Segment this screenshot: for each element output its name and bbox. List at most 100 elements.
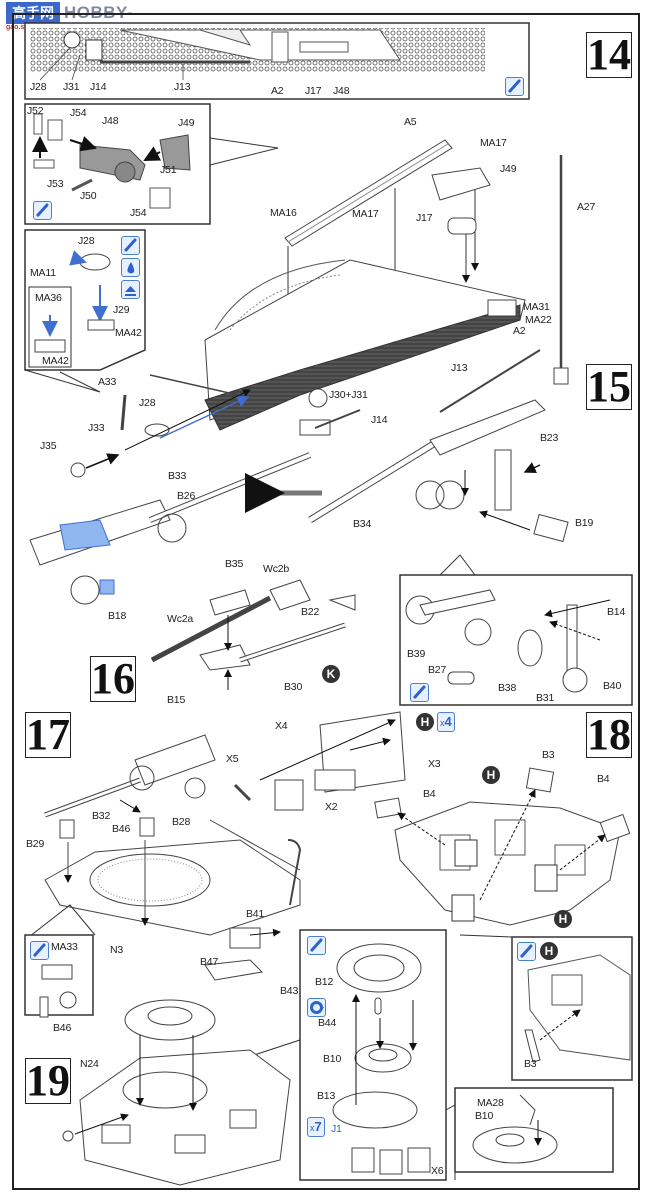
quantity-x4-badge: x4 [437,712,455,732]
part-label: B35 [225,558,244,570]
part-label: B40 [603,680,622,692]
part-label: B15 [167,694,186,706]
part-label: J53 [47,178,64,190]
part-label: J33 [88,422,105,434]
part-label: MA28 [477,1097,504,1109]
part-label: J50 [80,190,97,202]
part-label: B3 [542,749,555,761]
part-label: J49 [500,163,517,175]
part-label: B4 [423,788,436,800]
photo-etch-h-icon: H [554,910,572,928]
part-label: Wc2b [263,563,290,575]
part-label: J52 [27,105,44,117]
part-label: MA17 [352,208,379,220]
photo-etch-h-icon: H [540,942,558,960]
quantity-x7-part-label: J1 [331,1123,342,1135]
part-label: J35 [40,440,57,452]
paint-brush-icon [121,236,140,255]
part-label: J17 [416,212,433,224]
part-label: MA22 [525,314,552,326]
glue-drop-icon [121,258,140,277]
photo-etch-k-icon: K [322,665,340,683]
part-label: X6 [431,1165,444,1177]
part-label: B3 [524,1058,537,1070]
part-label: MA36 [35,292,62,304]
part-label: J14 [90,81,107,93]
part-label: B31 [536,692,555,704]
photo-etch-h-icon: H [416,713,434,731]
part-label: B27 [428,664,447,676]
paint-brush-icon [30,941,49,960]
part-label: J28 [78,235,95,247]
part-label: J28 [139,397,156,409]
part-label: J13 [451,362,468,374]
step-number-15: 15 [586,362,632,411]
part-label: J29 [113,304,130,316]
part-label: B18 [108,610,127,622]
part-label: MA42 [42,355,69,367]
step-number-18: 18 [586,710,632,759]
part-label: B39 [407,648,426,660]
part-label: J14 [371,414,388,426]
part-label: B34 [353,518,372,530]
part-label: B32 [92,810,111,822]
part-label: B46 [53,1022,72,1034]
part-label: B26 [177,490,196,502]
part-label: J28 [30,81,47,93]
part-label: A2 [513,325,526,337]
flip-over-icon [121,280,140,299]
part-label: B4 [597,773,610,785]
paint-brush-icon [33,201,52,220]
part-label: MA17 [480,137,507,149]
part-label: B28 [172,816,191,828]
part-label: B19 [575,517,594,529]
part-label: B46 [112,823,131,835]
quantity-x7-badge: x7 [307,1117,325,1137]
part-label: J51 [160,164,177,176]
part-label: MA11 [30,267,56,279]
part-label: J31 [63,81,80,93]
part-label: B38 [498,682,517,694]
photo-etch-h-icon: H [482,766,500,784]
part-label: MA42 [115,327,142,339]
part-label: B47 [200,956,219,968]
part-label: X3 [428,758,441,770]
part-label: J30+J31 [329,389,368,401]
part-label: MA16 [270,207,297,219]
page-frame-upper [12,13,640,702]
part-label: B43 [280,985,299,997]
part-label: J17 [305,85,322,97]
part-label: MA33 [51,941,78,953]
part-label: B22 [301,606,320,618]
part-label: B33 [168,470,187,482]
movable-part-icon [307,998,326,1017]
step-number-17: 17 [25,710,71,759]
paint-brush-icon [517,942,536,961]
part-label: A2 [271,85,284,97]
part-label: J48 [333,85,350,97]
part-label: J54 [70,107,87,119]
part-label: B12 [315,976,334,988]
part-label: B13 [317,1090,336,1102]
part-label: X2 [325,801,338,813]
paint-brush-icon [410,683,429,702]
part-label: B29 [26,838,45,850]
part-label: MA31 [523,301,550,313]
part-label: B10 [475,1110,494,1122]
part-label: B44 [318,1017,337,1029]
part-label: N24 [80,1058,99,1070]
part-label: J13 [174,81,191,93]
step-number-14: 14 [586,30,632,79]
part-label: J49 [178,117,195,129]
step-number-16: 16 [90,654,136,703]
page-frame-lower [12,700,640,1190]
part-label: Wc2a [167,613,194,625]
part-label: B23 [540,432,559,444]
part-label: A5 [404,116,417,128]
part-label: B41 [246,908,265,920]
part-label: B30 [284,681,303,693]
part-label: B10 [323,1053,342,1065]
part-label: X5 [226,753,239,765]
part-label: X4 [275,720,288,732]
